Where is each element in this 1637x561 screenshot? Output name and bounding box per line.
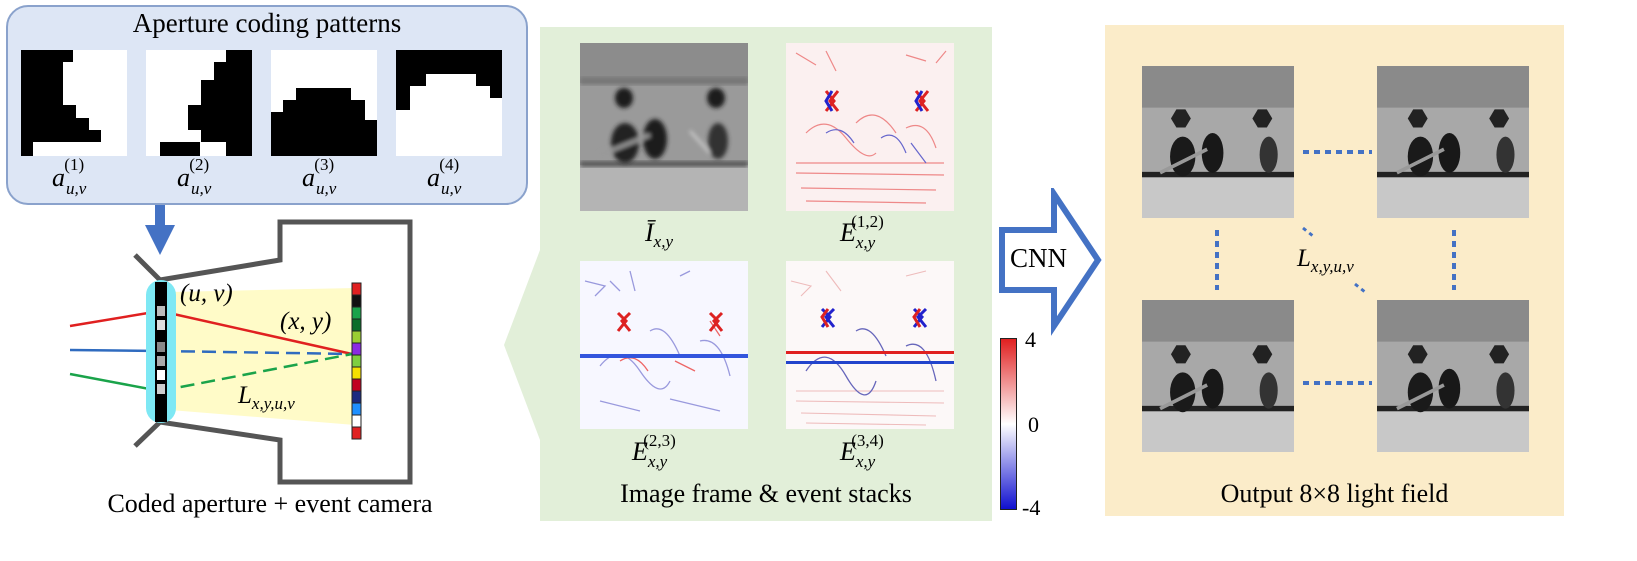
colorbar-max-label: 4 <box>1025 327 1036 352</box>
aperture-patterns-svg <box>21 50 502 156</box>
aperture-pattern-1 <box>21 50 127 156</box>
image-frame-thumbnail <box>580 43 748 211</box>
output-lightfield-label: Lx,y,u,v <box>1297 245 1354 276</box>
aperture-label-2: au,v(2) <box>177 155 212 198</box>
event-stack-23-thumbnail <box>580 261 748 429</box>
aperture-label-4: au,v(4) <box>427 155 462 198</box>
event-stack-34-thumbnail <box>786 261 954 429</box>
aperture-pattern-2 <box>146 50 252 156</box>
output-caption: Output 8×8 light field <box>1220 479 1449 508</box>
camera-body <box>133 219 413 485</box>
aperture-pattern-4 <box>396 50 502 156</box>
aperture-pattern-3 <box>271 50 377 156</box>
aperture-label-3: au,v(3) <box>302 155 337 198</box>
output-view-bottom-right <box>1377 300 1529 452</box>
output-view-bottom-left <box>1142 300 1294 452</box>
camera-lightfield-label: Lx,y,u,v <box>238 382 295 413</box>
event-sensor-strip <box>351 282 362 440</box>
cnn-label: CNN <box>1010 243 1068 273</box>
event-label-23: Ex,y(2,3) <box>632 431 676 471</box>
aperture-coordinate-label: (u, v) <box>180 280 233 307</box>
aperture-panel-title: Aperture coding patterns <box>132 8 402 38</box>
cnn-arrow-icon <box>999 188 1102 336</box>
event-stack-12-thumbnail <box>786 43 954 211</box>
colorbar <box>1000 338 1017 510</box>
camera-diagram <box>69 205 413 485</box>
frame-label: Īx,y <box>645 218 674 251</box>
output-view-top-left <box>1142 66 1294 218</box>
event-label-34: Ex,y(3,4) <box>840 431 884 471</box>
output-view-top-right <box>1377 66 1529 218</box>
coded-aperture-strip <box>155 282 167 422</box>
light-rays <box>69 309 353 393</box>
aperture-label-1: au,v(1) <box>52 155 87 198</box>
event-label-12: Ex,y(1,2) <box>840 212 884 252</box>
sensor-coordinate-label: (x, y) <box>280 308 332 335</box>
colorbar-mid-label: 0 <box>1028 412 1039 437</box>
colorbar-min-label: -4 <box>1022 495 1041 520</box>
down-arrow-icon <box>145 205 175 255</box>
light-cone <box>170 288 355 425</box>
camera-caption: Coded aperture + event camera <box>107 489 433 518</box>
stacks-caption: Image frame & event stacks <box>620 479 912 508</box>
output-dotted-connectors <box>1215 150 1456 385</box>
